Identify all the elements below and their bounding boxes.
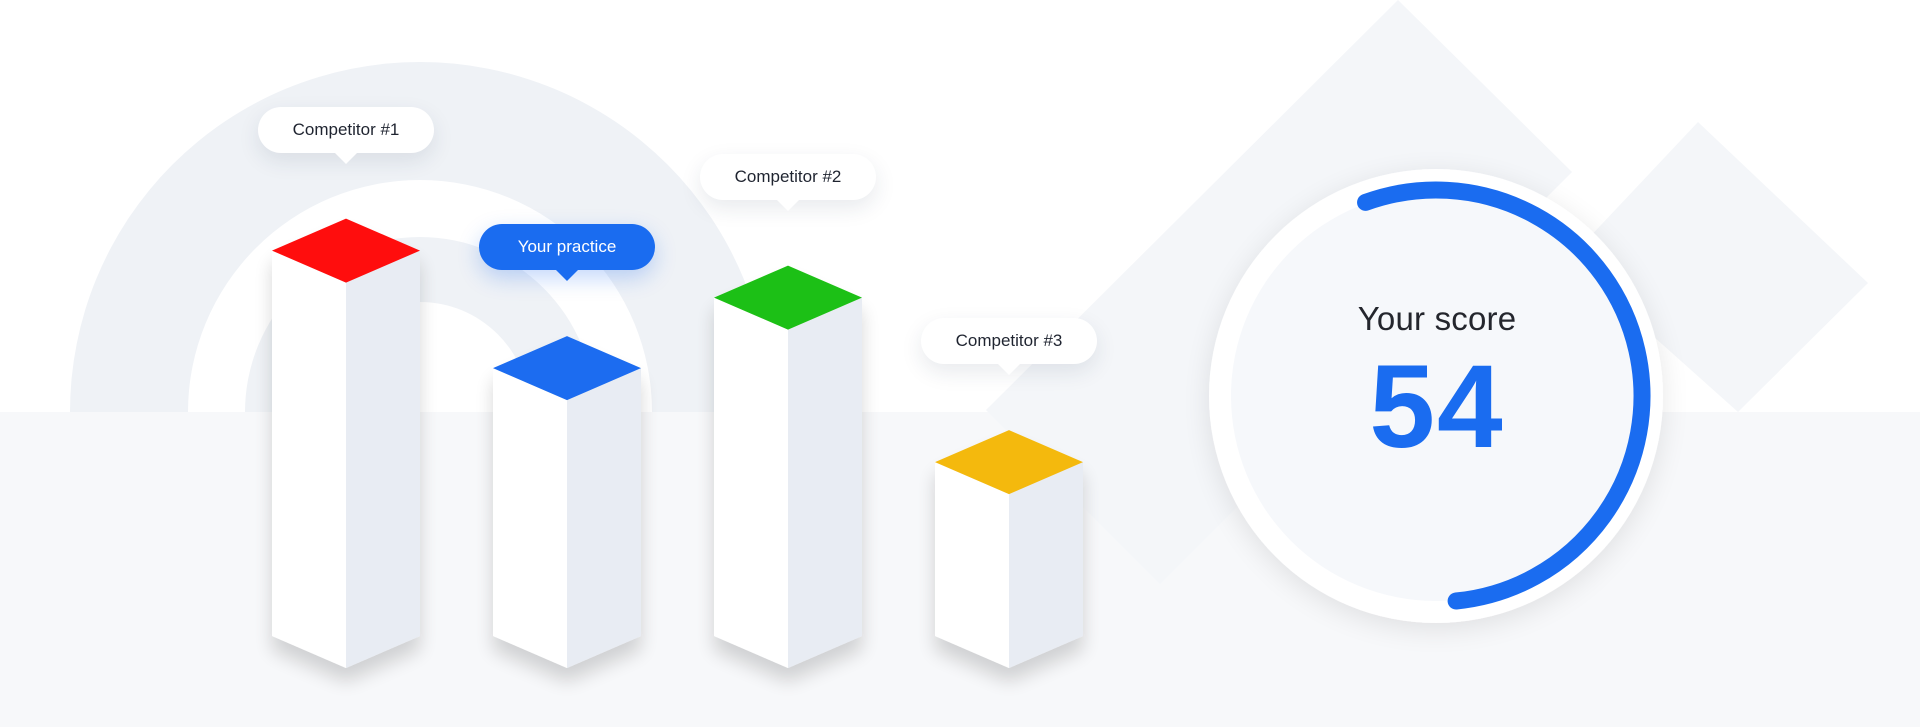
bar-top xyxy=(272,218,420,283)
bar-face-left xyxy=(935,462,1009,668)
bar-face-right xyxy=(567,368,641,668)
bar-face-right xyxy=(788,297,862,668)
gauge-inner-disc xyxy=(1231,191,1641,601)
bar-label-3: Competitor #2 xyxy=(700,153,876,211)
bar-face-right xyxy=(1009,462,1083,668)
bar-top xyxy=(493,336,641,401)
bar-face-left xyxy=(272,250,346,668)
bar-1 xyxy=(272,218,420,668)
bar-4 xyxy=(935,430,1083,668)
bar-face-left xyxy=(714,297,788,668)
bar-2 xyxy=(493,336,641,668)
bar-label-1: Competitor #1 xyxy=(258,106,434,164)
score-value: 54 xyxy=(1369,341,1505,473)
bar-face-right xyxy=(346,250,420,668)
score-readout: Your score 54 xyxy=(1242,300,1632,466)
bar-face-left xyxy=(493,368,567,668)
bar-top xyxy=(935,430,1083,495)
bar-label-2: Your practice xyxy=(479,224,655,282)
gauge-progress-arc xyxy=(1357,181,1651,610)
score-label: Your score xyxy=(1357,300,1517,337)
bar-top xyxy=(714,265,862,330)
bar-label-4: Competitor #3 xyxy=(921,318,1097,376)
decor-diamond-small xyxy=(1568,122,1868,412)
bar-3 xyxy=(714,265,862,668)
decor-ring-outer xyxy=(70,62,770,412)
